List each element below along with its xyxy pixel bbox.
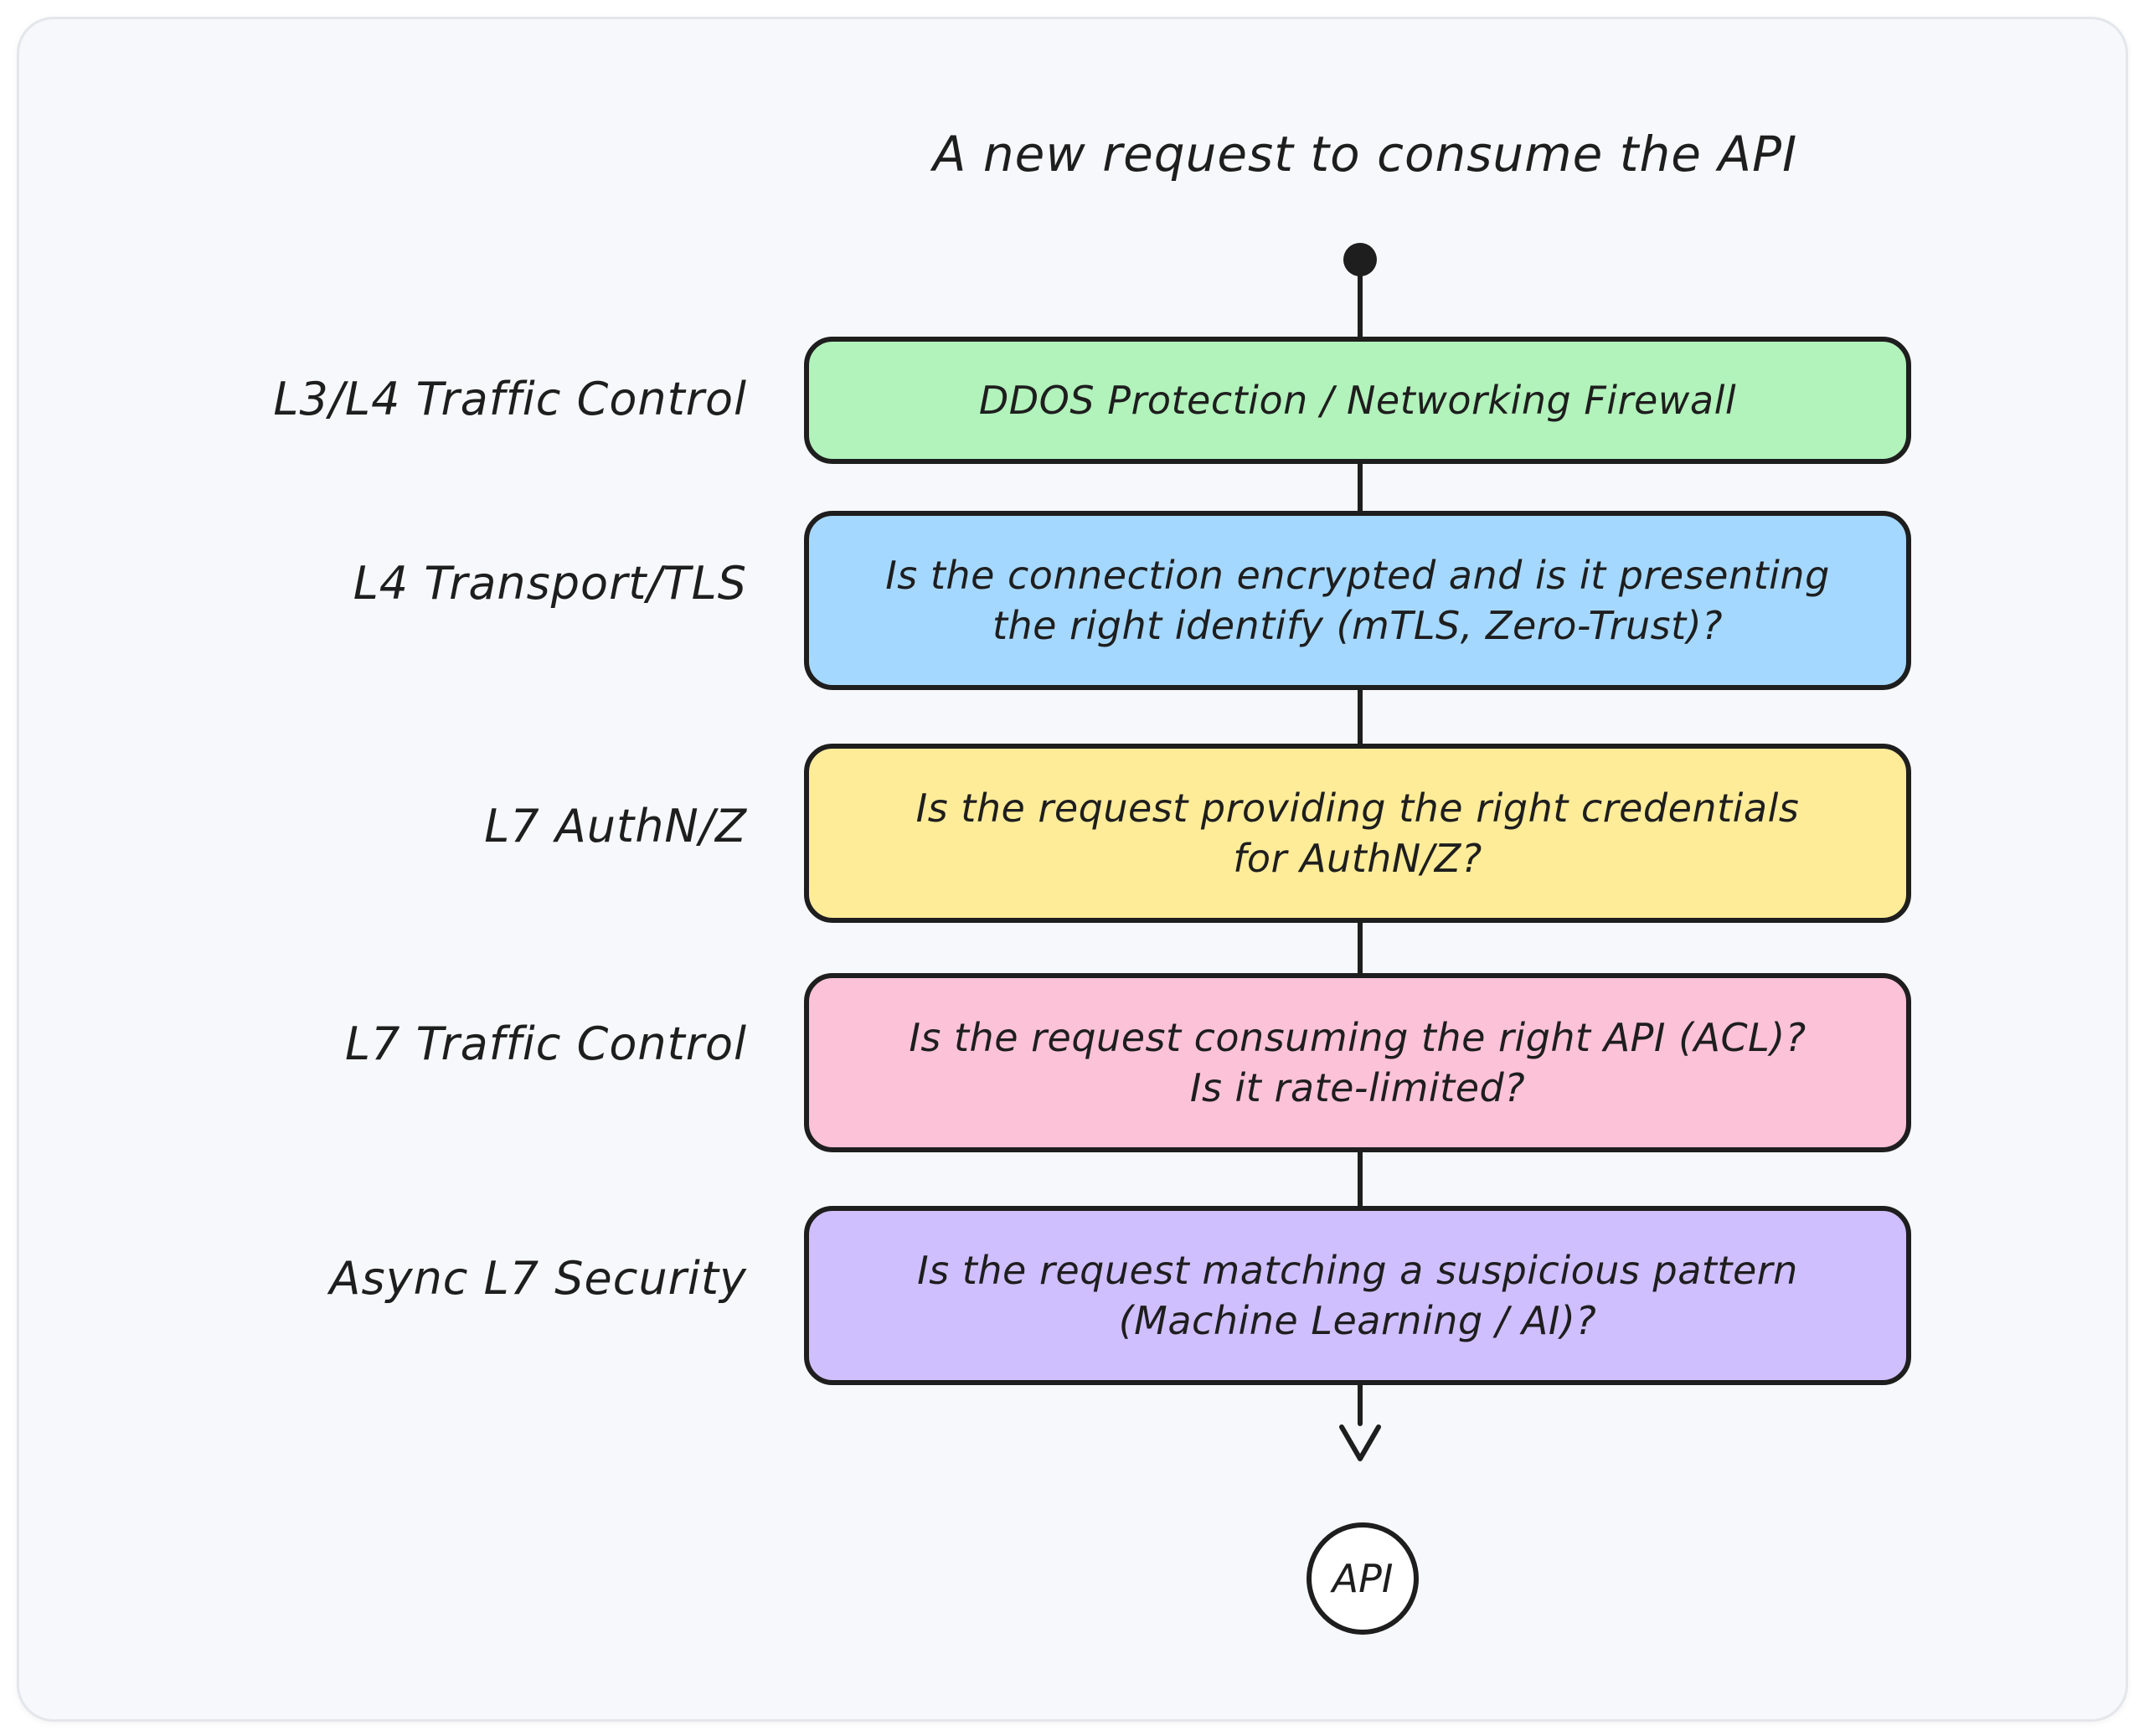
layer-label-l4-transport-tls: L4 Transport/TLS xyxy=(353,557,747,610)
layer-box-text-line: Is the request consuming the right API (… xyxy=(909,1015,1806,1060)
layer-box-tls-check: Is the connection encrypted and is it pr… xyxy=(804,511,1911,690)
layer-box-text-line: for AuthN/Z? xyxy=(1233,836,1482,881)
layer-box-authn-check: Is the request providing the right crede… xyxy=(804,744,1911,923)
layer-box-text-line: Is the request providing the right crede… xyxy=(915,786,1800,831)
layer-box-text-line: Is it rate-limited? xyxy=(1189,1065,1526,1110)
layer-box-acl-rate-limit: Is the request consuming the right API (… xyxy=(804,973,1911,1152)
layer-label-async-l7-security: Async L7 Security xyxy=(329,1252,747,1305)
layer-label-l7-authn-z: L7 AuthN/Z xyxy=(484,800,747,853)
layer-label-l3l4-traffic-control: L3/L4 Traffic Control xyxy=(273,373,747,425)
layer-label-l7-traffic-control: L7 Traffic Control xyxy=(345,1017,747,1070)
api-endpoint-node: API xyxy=(1306,1522,1419,1635)
layer-box-text-line: the right identify (mTLS, Zero-Trust)? xyxy=(992,603,1724,648)
layer-box-ml-pattern-check: Is the request matching a suspicious pat… xyxy=(804,1206,1911,1385)
layer-box-text-line: DDOS Protection / Networking Firewall xyxy=(978,378,1737,423)
diagram-title: A new request to consume the API xyxy=(932,126,1798,183)
start-dot xyxy=(1343,243,1377,276)
arrow-down-icon xyxy=(1339,1424,1381,1461)
layer-box-text-line: Is the connection encrypted and is it pr… xyxy=(885,553,1830,598)
layer-box-text-line: (Machine Learning / AI)? xyxy=(1118,1298,1597,1343)
layer-box-ddos-protection: DDOS Protection / Networking Firewall xyxy=(804,337,1911,464)
layer-box-text-line: Is the request matching a suspicious pat… xyxy=(917,1248,1798,1293)
